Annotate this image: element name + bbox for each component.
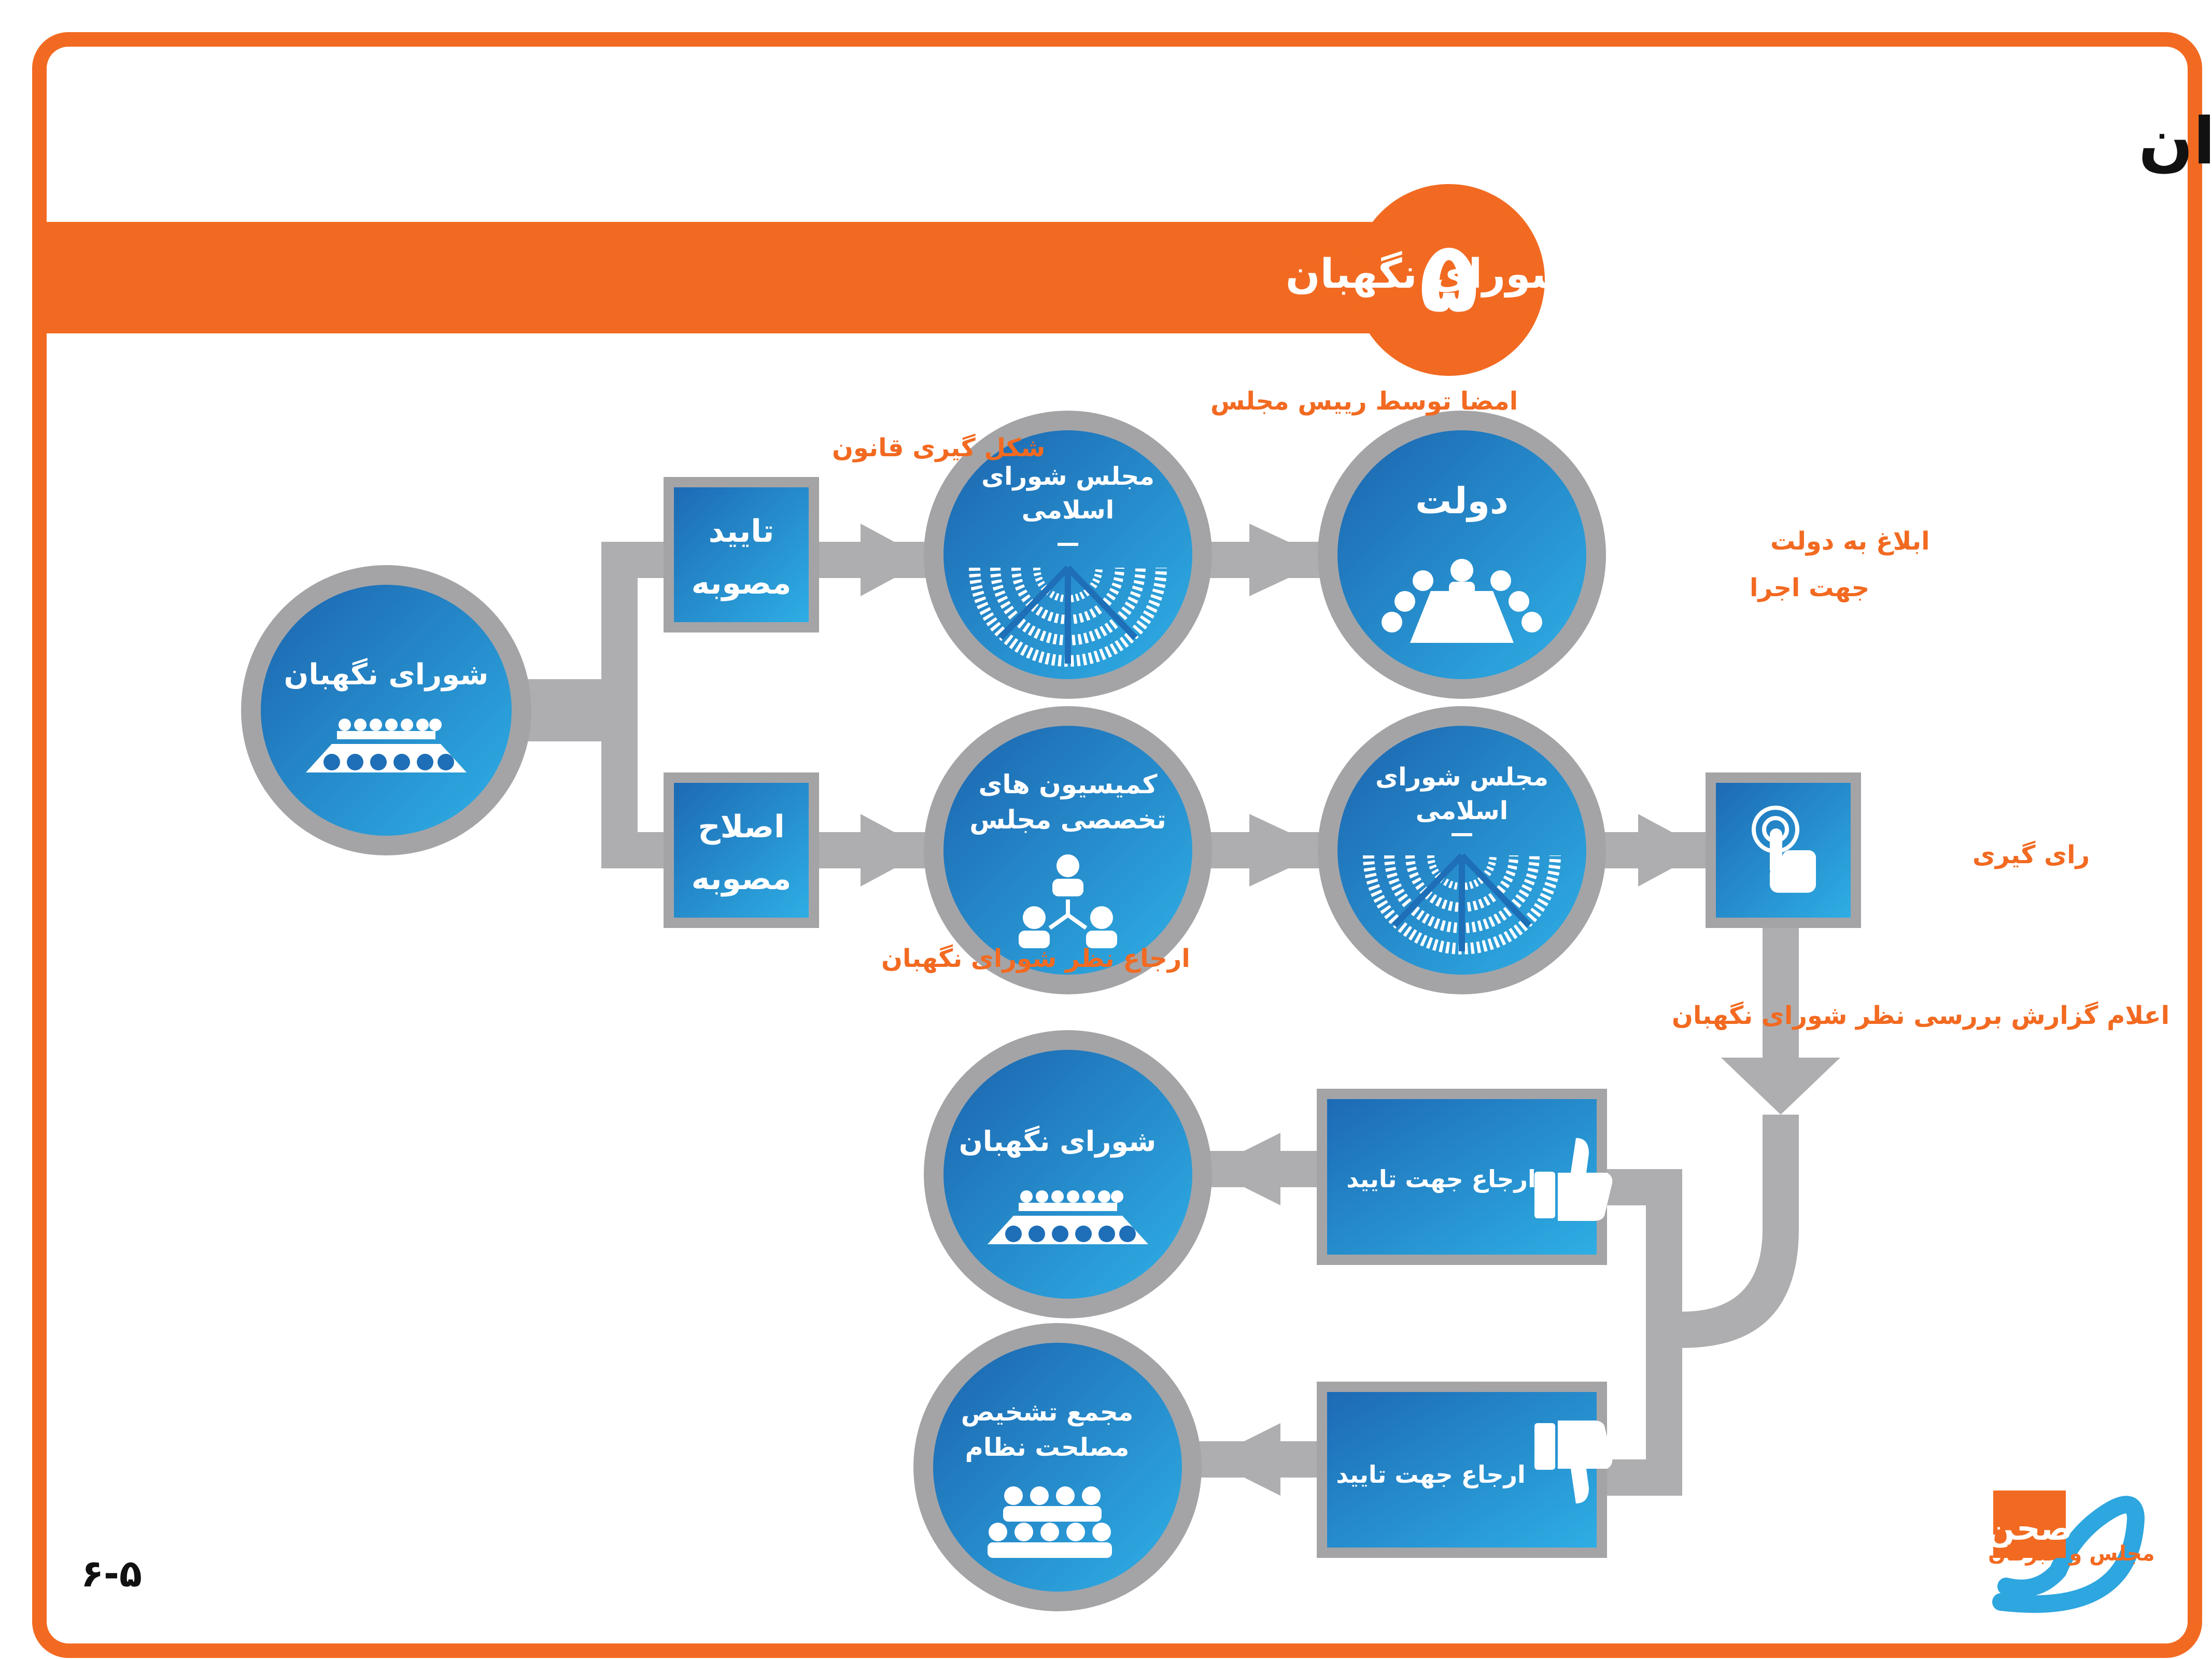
logo: صحن مجلس و خبرگان: [1986, 1491, 2155, 1613]
label-announce-report: اعلام گزارش بررسی نظر شورای نگهبان: [1672, 1001, 2169, 1030]
node-guardian-council-bottom: شورای نگهبان: [924, 1030, 1212, 1318]
council-table-icon: [988, 1190, 1148, 1244]
label-speaker-signature: امضا توسط رییس مجلس: [1210, 387, 1518, 416]
label-notify-government-1: ابلاغ به دولت: [1770, 527, 1930, 556]
refer-box-down-label: ارجاع جهت تایید: [1336, 1460, 1526, 1488]
box-refer-for-approval-up: ارجاع جهت تایید: [1317, 1089, 1613, 1265]
label-vote: رای گیری: [1973, 840, 2090, 869]
page-reference: ۶-۵: [81, 1552, 142, 1595]
step-number: ۵: [1419, 220, 1479, 334]
parliament-top-line-1: مجلس شورای: [981, 462, 1154, 491]
label-refer-guardian-opinion: ارجاع نظر شورای نگهبان: [881, 944, 1190, 973]
audience-icon: [988, 1486, 1112, 1558]
box-approve-resolution: تایید مصوبه: [664, 477, 819, 632]
node-government: دولت: [1318, 411, 1606, 699]
guardian-council-bottom-label: شورای نگهبان: [959, 1125, 1157, 1158]
thumbs-up-icon: [1534, 1138, 1613, 1221]
government-label: دولت: [1415, 480, 1509, 522]
expediency-line-1: مجمع تشخیص: [961, 1398, 1134, 1427]
network-people-icon: [1019, 854, 1117, 948]
step-number-circle: [1353, 184, 1545, 376]
page-title: روند تصویب قانون در نظام جمهوری اسلامی ا…: [2138, 104, 2212, 179]
logo-sub: مجلس و خبرگان: [1988, 1541, 2155, 1566]
box-vote: [1706, 772, 1861, 928]
approve-box-line-1: تایید: [709, 513, 774, 550]
connector-pipes: [513, 524, 1840, 1496]
node-parliament-mid: مجلس شورای اسلامی: [1318, 706, 1606, 994]
approve-box-line-2: مصوبه: [692, 565, 792, 601]
node-guardian-council-main: شورای نگهبان: [241, 565, 531, 855]
parliament-top-line-2: اسلامی: [1022, 496, 1114, 525]
commissions-line-1: کمیسیون های: [979, 769, 1158, 800]
node-expediency-council: مجمع تشخیص مصلحت نظام: [913, 1323, 1202, 1611]
parliament-mid-line-1: مجلس شورای: [1375, 763, 1548, 792]
box-amend-resolution: اصلاح مصوبه: [664, 772, 819, 928]
node-parliament-top: مجلس شورای اسلامی: [924, 411, 1212, 699]
refer-box-up-label: ارجاع جهت تایید: [1346, 1165, 1536, 1193]
step-banner: [47, 222, 1446, 333]
council-table-icon: [306, 719, 467, 772]
amend-box-line-1: اصلاح: [698, 809, 784, 845]
commissions-line-2: تخصصی مجلس: [969, 805, 1166, 835]
parliament-hemicycle-icon: [1363, 833, 1561, 954]
meeting-table-icon: [1382, 559, 1542, 643]
label-notify-government-2: جهت اجرا: [1750, 573, 1869, 602]
parliament-mid-line-2: اسلامی: [1416, 796, 1508, 825]
guardian-council-main-label: شورای نگهبان: [284, 658, 489, 692]
thumbs-down-icon: [1534, 1421, 1613, 1503]
expediency-line-2: مصلحت نظام: [965, 1433, 1130, 1462]
logo-main: صحن: [1986, 1510, 2073, 1548]
node-specialized-commissions: کمیسیون های تخصصی مجلس: [924, 706, 1212, 994]
logo-main-bg: [1993, 1491, 2066, 1558]
parliament-hemicycle-icon: [969, 543, 1167, 667]
touch-hand-icon: [1752, 806, 1816, 893]
logo-swoosh: [1992, 1496, 2145, 1613]
step-title: گام پنجم : اعلام نظر شورای نگهبان: [1286, 251, 2000, 298]
amend-box-line-2: مصوبه: [692, 861, 792, 897]
label-law-formation: شکل گیری قانون: [832, 433, 1045, 462]
box-refer-for-approval-down: ارجاع جهت تایید: [1317, 1382, 1613, 1558]
